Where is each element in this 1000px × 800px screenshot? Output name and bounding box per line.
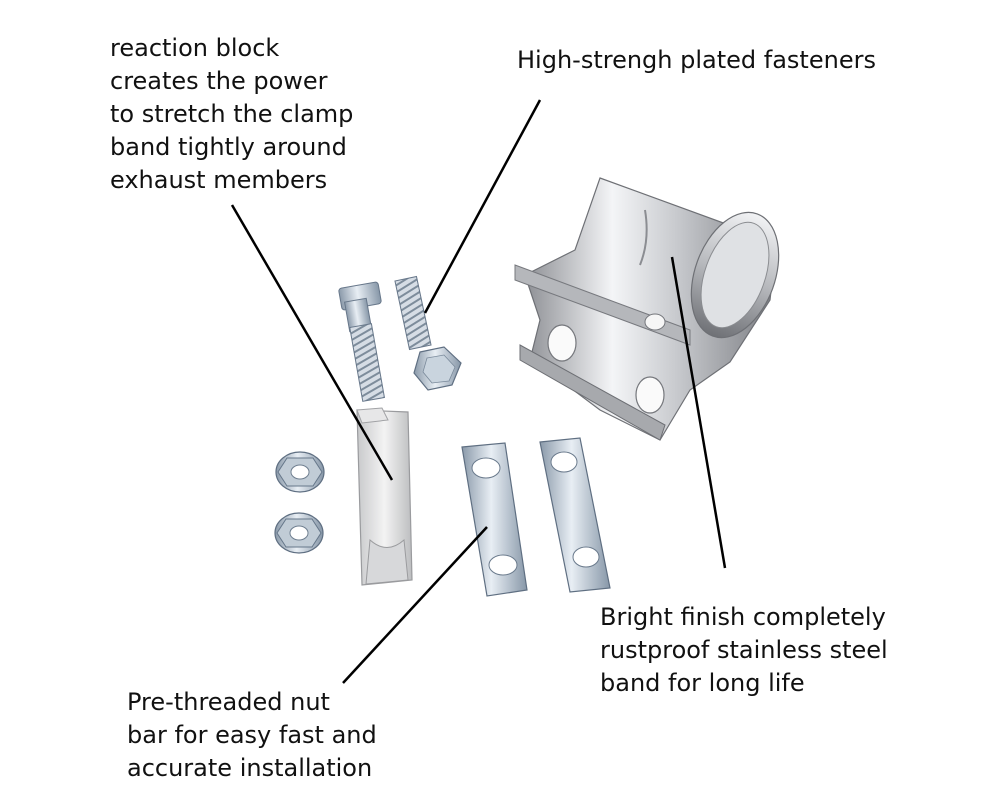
callout-line: Pre-threaded nut [127, 688, 330, 716]
callout-line: exhaust members [110, 166, 328, 194]
leader-line-reaction-block [230, 204, 394, 481]
callout-line: creates the power [110, 67, 328, 95]
clamp-band [514, 177, 780, 441]
long-bolt [338, 281, 386, 402]
callout-line: Bright finish completely [600, 603, 886, 631]
callout-line: reaction block [110, 34, 280, 62]
callout-reaction-block: reaction block creates the power to stre… [110, 32, 353, 197]
callout-line: to stretch the clamp [110, 100, 354, 128]
callout-line: band for long life [600, 669, 805, 697]
callout-fasteners: High-strengh plated fasteners [517, 44, 876, 77]
callout-nut-bar: Pre-threaded nut bar for easy fast and a… [127, 686, 377, 785]
leader-line-fasteners [423, 99, 542, 314]
leader-line-band [670, 256, 727, 569]
short-bolt [394, 275, 462, 391]
callout-line: accurate installation [127, 754, 373, 782]
nut-bar [461, 442, 528, 597]
callout-line: rustproof stainless steel [600, 636, 888, 664]
callout-line: High-strengh plated fasteners [517, 46, 876, 74]
callout-band: Bright finish completely rustproof stain… [600, 601, 888, 700]
leader-line-nut-bar [342, 526, 488, 684]
flange-nut-top [275, 451, 325, 493]
callout-line: band tightly around [110, 133, 347, 161]
flange-nut-bottom [274, 512, 324, 554]
saddle-bar [539, 437, 611, 593]
reaction-block [356, 407, 413, 586]
callout-line: bar for easy fast and [127, 721, 377, 749]
